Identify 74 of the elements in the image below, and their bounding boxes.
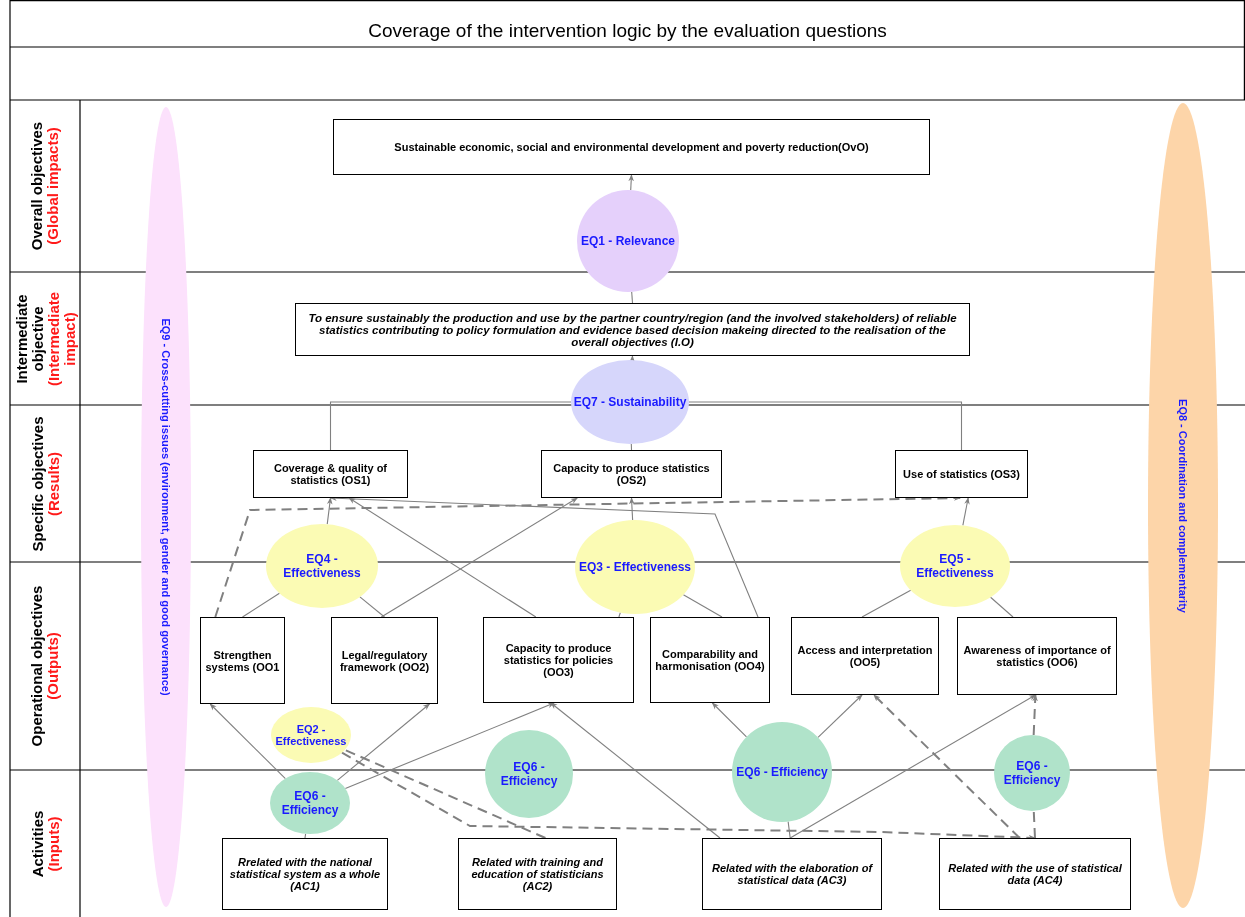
box-label: Related with the elaboration of statistical data (AC3) — [710, 862, 874, 886]
evaluation-question-circle — [270, 772, 350, 834]
box-label: Use of statistics (OS3) — [903, 468, 1020, 480]
dashed-arrow — [1032, 694, 1038, 737]
lane-subtitle: (Intermediate impact) — [45, 290, 77, 388]
question-label: EQ6 - Efficiency — [499, 760, 559, 788]
box-label: Related with training and education of statisticians (AC2) — [470, 856, 605, 892]
dashed-arrow — [872, 694, 1021, 839]
arrow — [209, 703, 286, 780]
objective-box — [957, 617, 1117, 695]
objective-box — [483, 617, 634, 703]
evaluation-question-circle — [271, 707, 351, 763]
box-label: Sustainable economic, social and environmental development and poverty reduction(OvO) — [394, 141, 869, 153]
box-label: Capacity to produce statistics for policies (OO3) — [502, 642, 615, 678]
lane-title: Specific objectives — [29, 415, 45, 552]
lane-title: Activities — [29, 810, 45, 877]
arrow — [711, 702, 748, 738]
arrow — [329, 495, 759, 618]
question-label: EQ4 - Effectiveness — [282, 552, 362, 580]
objective-box — [200, 617, 285, 704]
objective-box — [702, 838, 882, 910]
objective-box — [333, 119, 930, 175]
box-label: Strengthen systems (OO1 — [205, 648, 280, 673]
dashed-arrow — [340, 751, 1036, 841]
arrow — [550, 702, 721, 839]
objective-box — [939, 838, 1131, 910]
arrow — [629, 497, 635, 521]
arrow — [628, 174, 634, 191]
arrow — [344, 702, 555, 790]
box-label: Related with the use of statistical data (AC4) — [947, 862, 1123, 886]
lane-subtitle: (Results) — [45, 451, 61, 516]
arrow — [629, 355, 635, 363]
arrow — [348, 497, 537, 618]
arrow — [380, 497, 578, 618]
question-label: EQ6 - Efficiency — [1002, 759, 1062, 787]
box-label: Rrelated with the national statistical system as a whole (AC1) — [228, 856, 382, 892]
dashed-arrow — [214, 495, 962, 618]
box-label: Coverage & quality of statistics (OS1) — [272, 462, 389, 486]
box-label: Capacity to produce statistics (OS2) — [552, 462, 711, 486]
question-label: EQ7 - Sustainability — [573, 395, 687, 409]
arrow — [817, 694, 863, 738]
arrow — [789, 694, 1036, 839]
objective-box — [458, 838, 617, 910]
lane-title: Operational objectives — [29, 585, 45, 747]
question-label: EQ6 - Efficiency — [280, 789, 340, 817]
objective-box — [650, 617, 770, 703]
objective-box — [895, 450, 1028, 498]
box-label: Access and interpretation (OO5) — [796, 644, 934, 668]
lane-title: Intermediate objective — [13, 292, 45, 386]
arrow — [962, 497, 970, 526]
objective-box — [791, 617, 939, 695]
objective-box — [541, 450, 722, 498]
evaluation-question-circle — [485, 730, 573, 818]
objective-box — [222, 838, 388, 910]
question-label: EQ6 - Efficiency — [736, 765, 828, 779]
box-label: Comparability and harmonisation (OO4) — [655, 648, 765, 672]
objective-box — [253, 450, 408, 498]
lane-title: Overall objectives — [29, 121, 45, 251]
question-label: EQ3 - Effectiveness — [578, 560, 692, 574]
question-label: EQ9 - Cross-cutting issues (environment, gender and good governance) — [160, 318, 172, 696]
box-label: To ensure sustainably the production and use by the partner country/region (and the involved stakeholders) of reliable statistics contributing to policy formulation and evidence based decision makeing directed to the realisation of the overall objectives (I.O) — [307, 311, 958, 348]
objective-box — [331, 617, 438, 704]
question-label: EQ8 - Coordination and complementarity — [1177, 398, 1189, 613]
box-label: Legal/regulatory framework (OO2) — [338, 648, 431, 673]
box-label: Awareness of importance of statistics (OO6) — [962, 644, 1112, 668]
lane-subtitle: (Global impacts) — [45, 127, 61, 245]
arrow — [336, 703, 430, 781]
lane-subtitle: (Inputs) — [45, 816, 61, 871]
lane-subtitle: (Outputs) — [45, 632, 61, 700]
question-label: EQ1 - Relevance — [580, 234, 676, 248]
question-label: EQ5 - Effectiveness — [915, 552, 995, 580]
objective-box — [295, 303, 970, 356]
arrow — [326, 497, 333, 525]
question-label: EQ2 - Effectiveness — [274, 723, 348, 747]
